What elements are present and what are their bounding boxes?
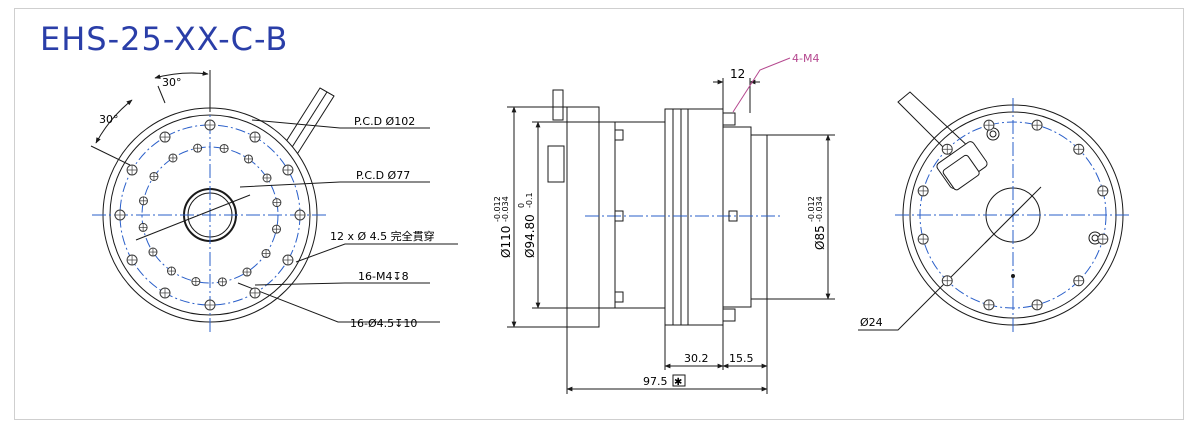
leader-pcd77 (239, 181, 430, 188)
rear-holes (917, 119, 1109, 311)
side-body (598, 121, 666, 309)
leader-thru-holes (295, 243, 458, 263)
dim-155-label: 15.5 (729, 352, 754, 365)
tol-9480-lower: -0.1 (525, 192, 534, 208)
dia-110-label: Ø110 (499, 226, 513, 258)
dim-302-label: 30.2 (684, 352, 709, 365)
dia-85-label: Ø85 (813, 225, 827, 250)
leader-tapped (254, 282, 430, 286)
front-holes (114, 119, 306, 311)
thru-holes-label: 12 x Ø 4.5 完全貫穿 (330, 229, 435, 243)
leader-pcd102 (251, 119, 430, 129)
rear-cable-outlet (897, 91, 988, 191)
pcd-77-label: P.C.D Ø77 (356, 169, 410, 182)
angle-left-label: 30° (99, 113, 119, 126)
tol-85-upper: -0.012 (807, 196, 816, 222)
leader-dia24 (858, 237, 991, 331)
side-hole-markers (614, 129, 738, 303)
side-flange (664, 108, 724, 326)
side-spigot (750, 134, 768, 300)
angle-top-label: 30° (162, 76, 182, 89)
side-m4-thread-bottom (722, 308, 736, 322)
angle-arc-left (95, 99, 133, 144)
pcd-102-label: P.C.D Ø102 (354, 115, 415, 128)
tol-85-lower: -0.034 (815, 196, 824, 222)
dim-975-box-symbol: ✱ (674, 377, 682, 388)
dim-975-box (672, 374, 686, 387)
side-rear-cap (566, 106, 600, 328)
angle-arc-top (154, 70, 209, 79)
dim-12-label: 12 (730, 67, 745, 81)
dia-24-label: Ø24 (860, 316, 883, 329)
drawing-title: EHS-25-XX-C-B (40, 20, 289, 58)
side-cable-gland (547, 145, 565, 183)
front-view (90, 70, 458, 332)
tol-110-lower: -0.034 (501, 196, 510, 222)
leader-inner-line (135, 194, 251, 241)
counterbore-label: 16-Ø4.5↧10 (350, 317, 417, 330)
tol-9480-upper: 0 (517, 203, 526, 208)
side-callout-label: 4-M4 (792, 52, 819, 65)
callout-leader (732, 57, 791, 113)
tapped-holes-label: 16-M4↧8 (358, 270, 409, 283)
side-view (507, 57, 835, 394)
rear-view (858, 91, 1130, 332)
dim-975-label: 97.5 (643, 375, 668, 388)
side-cable (552, 89, 564, 121)
side-m4-thread-top (722, 112, 736, 126)
dia-9480-label: Ø94.80 (523, 214, 537, 258)
leader-counterbore (237, 282, 440, 323)
tol-110-upper: -0.012 (493, 196, 502, 222)
